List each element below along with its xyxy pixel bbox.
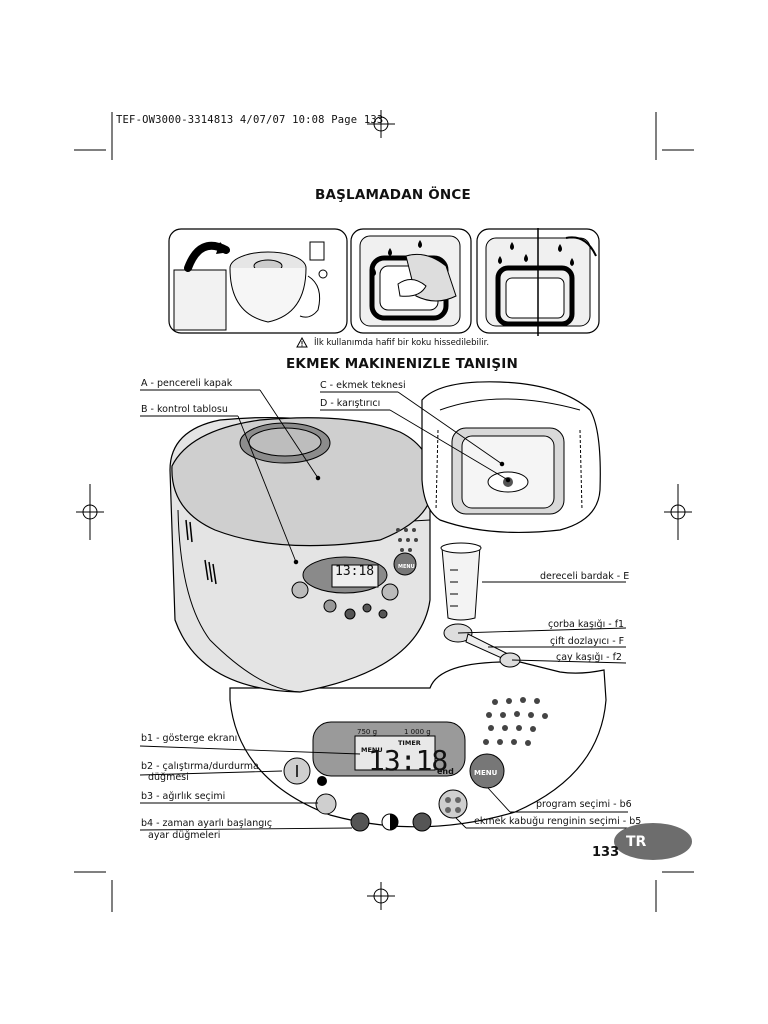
panel-weight-1000: 1 000 g	[404, 728, 431, 736]
panel-menu-label: MENU	[361, 746, 383, 754]
panel-timer-label: TIMER	[398, 739, 421, 747]
label-b2-cont: düğmesi	[148, 772, 189, 783]
language-badge-text: TR	[626, 833, 647, 850]
body-menu-label: MENU	[398, 564, 415, 570]
illustration-wipe-pan	[350, 228, 472, 334]
panel-end-label: end	[437, 767, 454, 776]
section-title-get-to-know: EKMEK MAKINENIZLE TANIŞIN	[286, 356, 518, 372]
illustration-clean-pan	[476, 228, 600, 336]
label-c: C - ekmek teknesi	[320, 380, 406, 391]
label-b4: b4 - zaman ayarlı başlangıç	[141, 818, 273, 829]
warning-icon	[296, 337, 308, 348]
panel-weight-750: 750 g	[357, 728, 378, 736]
label-b3: b3 - ağırlık seçimi	[141, 791, 226, 802]
label-f1: çorba kaşığı - f1	[548, 619, 625, 630]
label-b5: ekmek kabuğu renginin seçimi - b5	[474, 816, 642, 827]
label-b6: program seçimi - b6	[536, 799, 632, 810]
page-number: 133	[592, 845, 620, 860]
section-title-before-start: BAŞLAMADAN ÖNCE	[315, 187, 471, 203]
label-e: dereceli bardak - E	[540, 571, 630, 582]
label-f2: çay kaşığı - f2	[556, 652, 622, 663]
language-badge: TR	[614, 823, 692, 860]
label-b4-cont: ayar düğmeleri	[148, 830, 221, 841]
label-b: B - kontrol tablosu	[141, 404, 228, 415]
label-b1: b1 - gösterge ekranı	[141, 733, 238, 744]
label-b2: b2 - çalıştırma/durdurma	[141, 761, 259, 772]
menu-button-label[interactable]: MENU	[474, 769, 498, 777]
label-f: çift dozlayıcı - F	[550, 636, 625, 647]
print-header: TEF-OW3000-3314813 4/07/07 10:08 Page 13…	[116, 114, 384, 126]
bread-maker-diagram	[139, 381, 628, 832]
panel-time-display: 13:18	[368, 744, 448, 777]
label-d: D - karıştırıcı	[320, 398, 381, 409]
body-time-display: 13:18	[335, 564, 375, 579]
warning-text: İlk kullanımda hafif bir koku hissedileb…	[314, 338, 490, 348]
illustration-unpack	[168, 228, 348, 334]
label-a: A - pencereli kapak	[141, 378, 233, 389]
